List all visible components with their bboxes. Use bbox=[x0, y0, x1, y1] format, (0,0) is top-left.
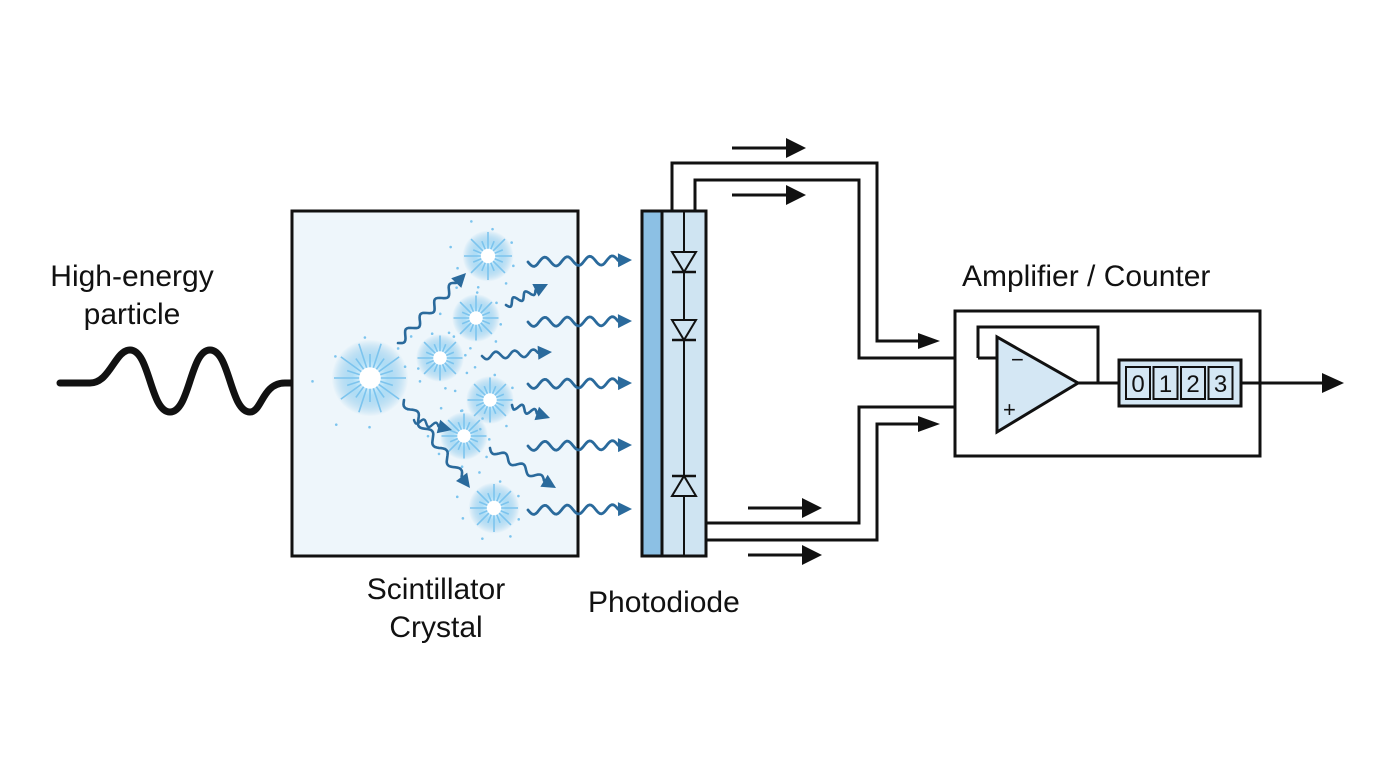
counter-digit-text: 1 bbox=[1159, 371, 1172, 398]
photon-arrow bbox=[412, 418, 452, 434]
scintillation-spark bbox=[426, 406, 491, 468]
particle-label-line2: particle bbox=[83, 298, 181, 331]
counter-digit-text: 2 bbox=[1186, 371, 1199, 398]
photon-arrow bbox=[402, 398, 470, 488]
photodiode-window bbox=[640, 209, 664, 558]
flow-arrowhead bbox=[786, 185, 806, 205]
crystal-label-line1: Scintillator bbox=[366, 573, 506, 606]
output-arrowhead bbox=[1322, 373, 1344, 393]
photon-arrow bbox=[396, 273, 466, 345]
scintillation-spark bbox=[449, 220, 515, 289]
photon-arrow bbox=[526, 253, 632, 268]
op-amp-minus-sign: − bbox=[1011, 347, 1024, 372]
crystal-label: Scintillator Crystal bbox=[336, 571, 536, 647]
op-amp-plus-sign: + bbox=[1003, 397, 1016, 422]
diode-symbol bbox=[670, 251, 698, 274]
photon-arrow bbox=[526, 376, 632, 391]
arrowhead bbox=[918, 416, 940, 432]
amplifier-label: Amplifier / Counter bbox=[962, 260, 1211, 293]
scintillation-spark bbox=[438, 286, 503, 350]
photon-arrow bbox=[526, 438, 632, 453]
particle-wave bbox=[56, 346, 304, 416]
counter-digit: 0 bbox=[1125, 366, 1151, 400]
current-flow-arrows bbox=[732, 138, 822, 565]
scintillation-spark bbox=[453, 365, 515, 431]
photon-waves bbox=[396, 253, 632, 517]
wire-bottom-outer bbox=[706, 422, 922, 542]
wire-bottom-inner bbox=[706, 405, 996, 525]
photon-arrow bbox=[526, 502, 632, 517]
counter-digit: 2 bbox=[1180, 366, 1206, 400]
scintillation-spark bbox=[311, 336, 420, 429]
signal-wires bbox=[670, 161, 996, 542]
diode-symbol bbox=[670, 474, 698, 497]
photodiode-label: Photodiode bbox=[588, 586, 740, 619]
diode-symbols bbox=[670, 251, 698, 497]
crystal-label-line2: Crystal bbox=[389, 611, 483, 644]
photodiode bbox=[640, 209, 708, 558]
op-amp-triangle bbox=[995, 334, 1081, 435]
photon-arrow bbox=[526, 314, 632, 329]
wire-top-inner bbox=[693, 178, 978, 360]
particle-label: High-energy particle bbox=[32, 258, 232, 334]
counter-digit: 1 bbox=[1152, 366, 1179, 400]
wire-top-outer bbox=[670, 161, 922, 343]
flow-arrowhead bbox=[802, 498, 822, 518]
photon-arrow bbox=[510, 403, 550, 421]
photon-arrow bbox=[488, 446, 556, 488]
flow-arrowhead bbox=[786, 138, 806, 158]
scintillation-spark bbox=[403, 332, 469, 390]
counter-digit-text: 3 bbox=[1214, 371, 1227, 398]
counter-digit: 3 bbox=[1207, 366, 1234, 400]
flow-arrowhead bbox=[802, 545, 822, 565]
counter-digit-text: 0 bbox=[1131, 371, 1144, 398]
photon-arrow bbox=[504, 284, 548, 309]
wire-arrowheads bbox=[918, 333, 940, 432]
photon-arrow bbox=[480, 345, 552, 361]
arrowhead bbox=[918, 333, 940, 349]
scintillation-spark bbox=[455, 471, 521, 540]
scintillation-events bbox=[311, 220, 521, 540]
op-amp: − + bbox=[976, 325, 1119, 435]
diode-symbol bbox=[670, 319, 698, 342]
particle-label-line1: High-energy bbox=[50, 260, 214, 293]
